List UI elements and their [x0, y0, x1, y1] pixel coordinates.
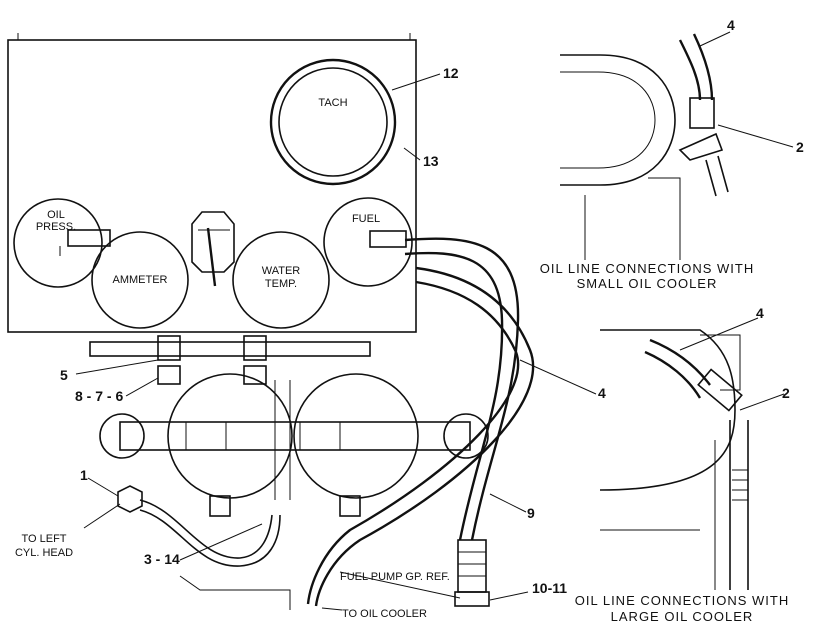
oil-press-label-1: OIL: [47, 209, 65, 221]
tach-label: TACH: [318, 97, 347, 109]
oil-hose-9: [306, 266, 535, 607]
small-oil-cooler-inset: [560, 33, 729, 260]
mounting-bracket: [89, 335, 371, 385]
water-temp-label-2: TEMP.: [265, 278, 297, 290]
callout-8-7-6: 8 - 7 - 6: [75, 388, 123, 404]
oil-pressure-gauge: OIL PRESS.: [13, 198, 111, 288]
large-oil-cooler-inset: [599, 329, 749, 590]
callout-5: 5: [60, 367, 68, 383]
callout-2-mid: 2: [782, 385, 790, 401]
to-left-cyl-head-1: TO LEFT: [21, 533, 66, 545]
callout-2-top: 2: [796, 139, 804, 155]
to-oil-cooler-label: TO OIL COOLER: [342, 608, 427, 620]
oil-press-label-2: PRESS.: [36, 221, 76, 233]
callout-4-top: 4: [727, 17, 735, 33]
callout-9: 9: [527, 505, 535, 521]
callout-1: 1: [80, 467, 88, 483]
large-cooler-caption-2: LARGE OIL COOLER: [611, 609, 754, 624]
callout-13: 13: [423, 153, 439, 169]
ammeter-label: AMMETER: [113, 274, 168, 286]
callout-4-main: 4: [598, 385, 606, 401]
oil-line-left-cyl-head: [117, 485, 291, 610]
to-left-cyl-head-2: CYL. HEAD: [15, 547, 73, 559]
instrument-panel: [7, 33, 417, 333]
tachometer-gauge: TACH: [269, 58, 397, 186]
fuel-label: FUEL: [352, 213, 380, 225]
callout-3-14: 3 - 14: [144, 551, 180, 567]
water-temp-label-1: WATER: [262, 265, 301, 277]
fuel-pump-ref-label: FUEL PUMP GP. REF.: [340, 571, 450, 583]
small-cooler-caption-2: SMALL OIL COOLER: [577, 276, 718, 291]
small-cooler-caption-1: OIL LINE CONNECTIONS WITH: [540, 261, 754, 276]
callout-4-mid: 4: [756, 305, 764, 321]
callout-10-11: 10-11: [532, 580, 567, 596]
ignition-switch: [191, 211, 235, 287]
large-cooler-caption-1: OIL LINE CONNECTIONS WITH: [575, 593, 789, 608]
water-temp-gauge: WATER TEMP.: [232, 231, 330, 329]
engine-block: [99, 373, 489, 517]
leader-lines: [75, 31, 794, 611]
fuel-gauge: FUEL: [323, 197, 413, 287]
ammeter-gauge: AMMETER: [91, 231, 189, 329]
callout-12: 12: [443, 65, 459, 81]
fitting-10-11: [454, 539, 490, 607]
